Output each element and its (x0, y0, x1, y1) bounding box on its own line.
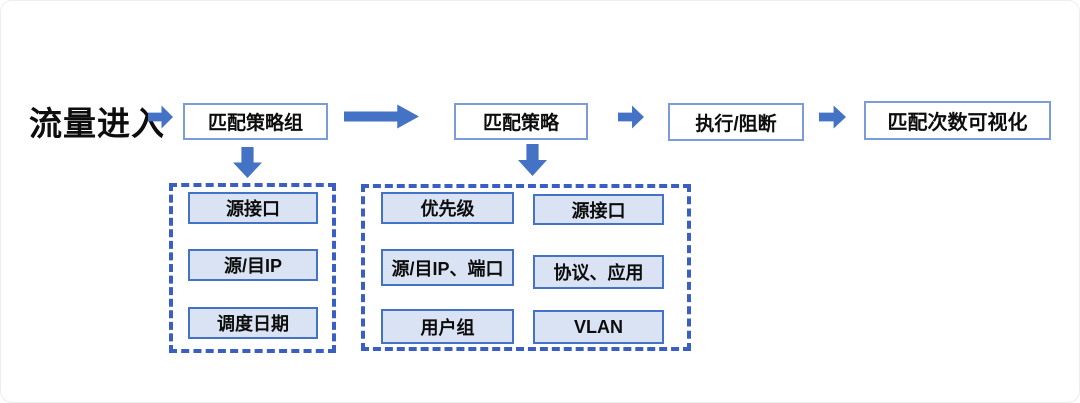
item-box-src-dst-ip-port: 源/目IP、端口 (381, 249, 514, 286)
arrow-right-icon (618, 105, 644, 129)
item-label: 源/目IP、端口 (391, 258, 504, 279)
item-label: 源/目IP (223, 256, 282, 276)
item-label: 源接口 (571, 200, 626, 221)
item-box-source-interface: 源接口 (188, 192, 318, 224)
stage-label: 匹配策略组 (207, 113, 303, 134)
item-box-source-interface: 源接口 (533, 194, 664, 225)
arrow-down-icon (518, 144, 547, 176)
arrow-right-icon (819, 105, 846, 129)
item-box-protocol-application: 协议、应用 (533, 255, 664, 289)
item-box-vlan: VLAN (533, 310, 664, 344)
stage-box-policy-group: 匹配策略组 (183, 103, 328, 140)
arrow-down-icon (233, 147, 262, 178)
policy-attributes-container (361, 184, 691, 351)
stage-label: 匹配次数可视化 (887, 112, 1028, 134)
item-label: VLAN (574, 316, 623, 337)
item-label: 用户组 (420, 317, 475, 338)
stage-label: 匹配策略 (482, 113, 559, 134)
item-label: 调度日期 (217, 314, 289, 334)
stage-box-policy: 匹配策略 (454, 103, 588, 140)
policy-group-attributes-container (169, 183, 336, 353)
item-box-user-group: 用户组 (381, 309, 514, 344)
item-box-schedule-date: 调度日期 (188, 307, 318, 339)
stage-box-match-count-visualization: 匹配次数可视化 (864, 101, 1051, 140)
item-label: 协议、应用 (553, 263, 644, 283)
item-box-src-dst-ip: 源/目IP (188, 249, 318, 281)
item-box-priority: 优先级 (381, 192, 514, 224)
stage-box-execute-block: 执行/阻断 (668, 103, 804, 141)
item-label: 源接口 (226, 199, 280, 219)
arrow-right-icon (344, 104, 419, 129)
item-label: 优先级 (420, 199, 475, 219)
stage-label: 执行/阻断 (695, 113, 777, 135)
entry-label: 流量进入 (29, 105, 165, 142)
